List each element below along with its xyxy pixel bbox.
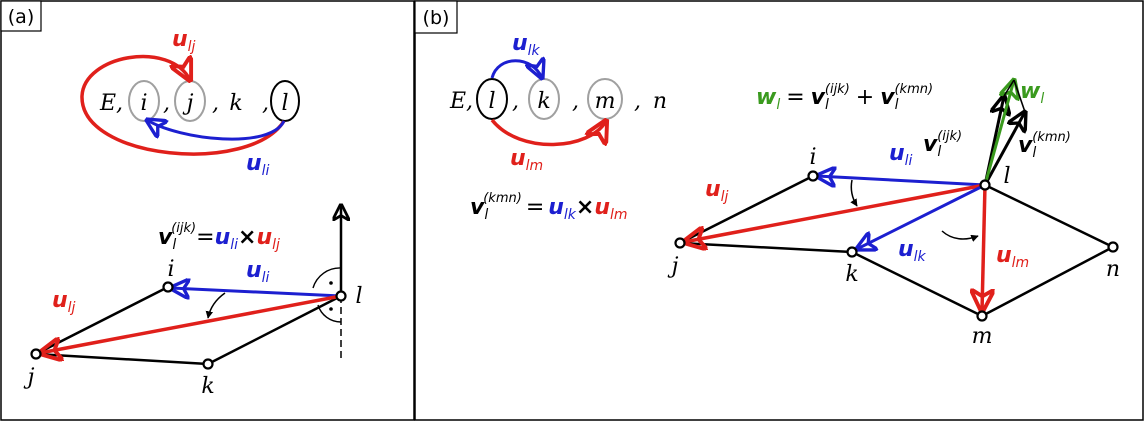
panel-b-label-box [414,0,458,34]
arc-a-ulj-label: ulj [172,27,196,55]
point-b-n [1107,241,1119,253]
seq-a-k: k [229,91,242,116]
seq-a-comma-2: , [212,91,219,116]
point-b-i-label: i [809,145,816,170]
edge-b-ulk [857,183,986,249]
right-angle-top [312,267,342,289]
edge-b-uli [817,176,986,185]
sum-formula-b: wl=vl(ijk)+vl(kmn) [756,82,933,113]
seq-b-circle-l [476,78,508,120]
edge-b-ln [984,183,1114,249]
parallelogram-side-1 [1003,79,1015,97]
point-a-l-label: l [355,284,362,309]
seq-a-E: E, [99,91,123,116]
vec-b-kmn-label: vl(kmn) [1018,130,1071,161]
arc-b-ulm-label: ulm [510,146,543,174]
arc-a-uli-label: uli [246,151,270,179]
edge-a-ulj-label: ulj [52,288,76,316]
point-b-k-label: k [845,262,858,287]
seq-a-j: j [182,91,194,116]
panel-b-label: (b) [423,7,450,29]
edge-b-mn [981,245,1114,318]
parallelogram-side-2 [1013,79,1026,113]
point-b-k [846,246,858,258]
angle-a [205,292,226,319]
panel-a-label-box [0,0,42,32]
edge-a-ulj [40,294,342,353]
edge-b-km [851,250,983,318]
edge-b-ij [679,174,814,245]
seq-a-l: l [281,91,288,116]
point-a-i-label: i [167,257,174,282]
point-a-l [335,290,347,302]
panel-a-frame [0,0,415,421]
panel-b: (b) E, l , k , m , n ulk ulm vl(kmn)=ulk… [414,0,1144,421]
edge-b-ulm-label: ulm [996,243,1029,271]
angle-b-kmn [941,230,979,242]
seq-b-comma-2: , [572,89,579,114]
point-a-k [202,358,214,370]
point-b-l [979,179,991,191]
edge-b-ulj [684,183,986,242]
panel-a: (a) E, i , j , k , l ulj uli vl(ijk)=uli… [0,0,415,421]
seq-b-n: n [653,89,667,114]
point-b-i [807,170,819,182]
vec-b-ijk-label: vl(ijk) [923,129,962,160]
formula-b: vl(kmn)=ulk×ulm [470,191,628,223]
point-b-l-label: l [1003,164,1010,189]
right-angle-bottom [317,304,342,323]
point-b-j [674,237,686,249]
arc-b-ulk [490,61,542,78]
seq-b-E: E, [449,89,473,114]
formula-a: vl(ijk)=uli×ulj [158,221,280,253]
arc-a-uli [147,120,286,141]
seq-a-comma-1: , [163,91,170,116]
seq-a-comma-3: , [262,91,269,116]
vec-b-kmn [983,112,1025,186]
edge-a-uli [171,288,342,296]
point-b-m [976,310,988,322]
edge-b-ulk-label: ulk [898,237,927,265]
right-angle-dot-bottom [329,307,333,311]
angle-b-ijk [850,179,858,207]
vec-b-w [983,80,1014,186]
edge-a-kl [207,294,342,366]
edge-a-jk [35,352,209,366]
edge-b-ulm [982,184,985,311]
point-b-m-label: m [972,324,993,349]
edge-b-uli-label: uli [889,141,913,169]
seq-a-circle-l [270,80,300,122]
point-a-k-label: k [201,374,214,399]
right-angle-dot-top [329,281,333,285]
seq-b-m: m [595,89,616,114]
point-b-n-label: n [1106,257,1120,282]
vec-b-w-label: wl [1020,79,1044,107]
edge-b-jk [679,241,853,254]
edge-b-ulj-label: ulj [705,177,729,205]
seq-b-comma-1: , [512,89,519,114]
edge-a-uli-label: uli [246,258,270,286]
panel-b-frame [414,0,1144,421]
point-a-i [162,281,174,293]
seq-a-i: i [140,91,147,116]
panel-a-label: (a) [8,6,34,28]
point-a-j-label: j [23,365,35,390]
arc-b-ulk-label: ulk [512,31,541,59]
seq-b-comma-3: , [634,89,641,114]
arc-b-ulm [490,120,606,145]
arc-a-ulj [80,57,286,156]
seq-b-l: l [488,89,495,114]
seq-b-k: k [537,89,550,114]
point-b-j-label: j [667,254,679,279]
point-a-j [30,348,42,360]
